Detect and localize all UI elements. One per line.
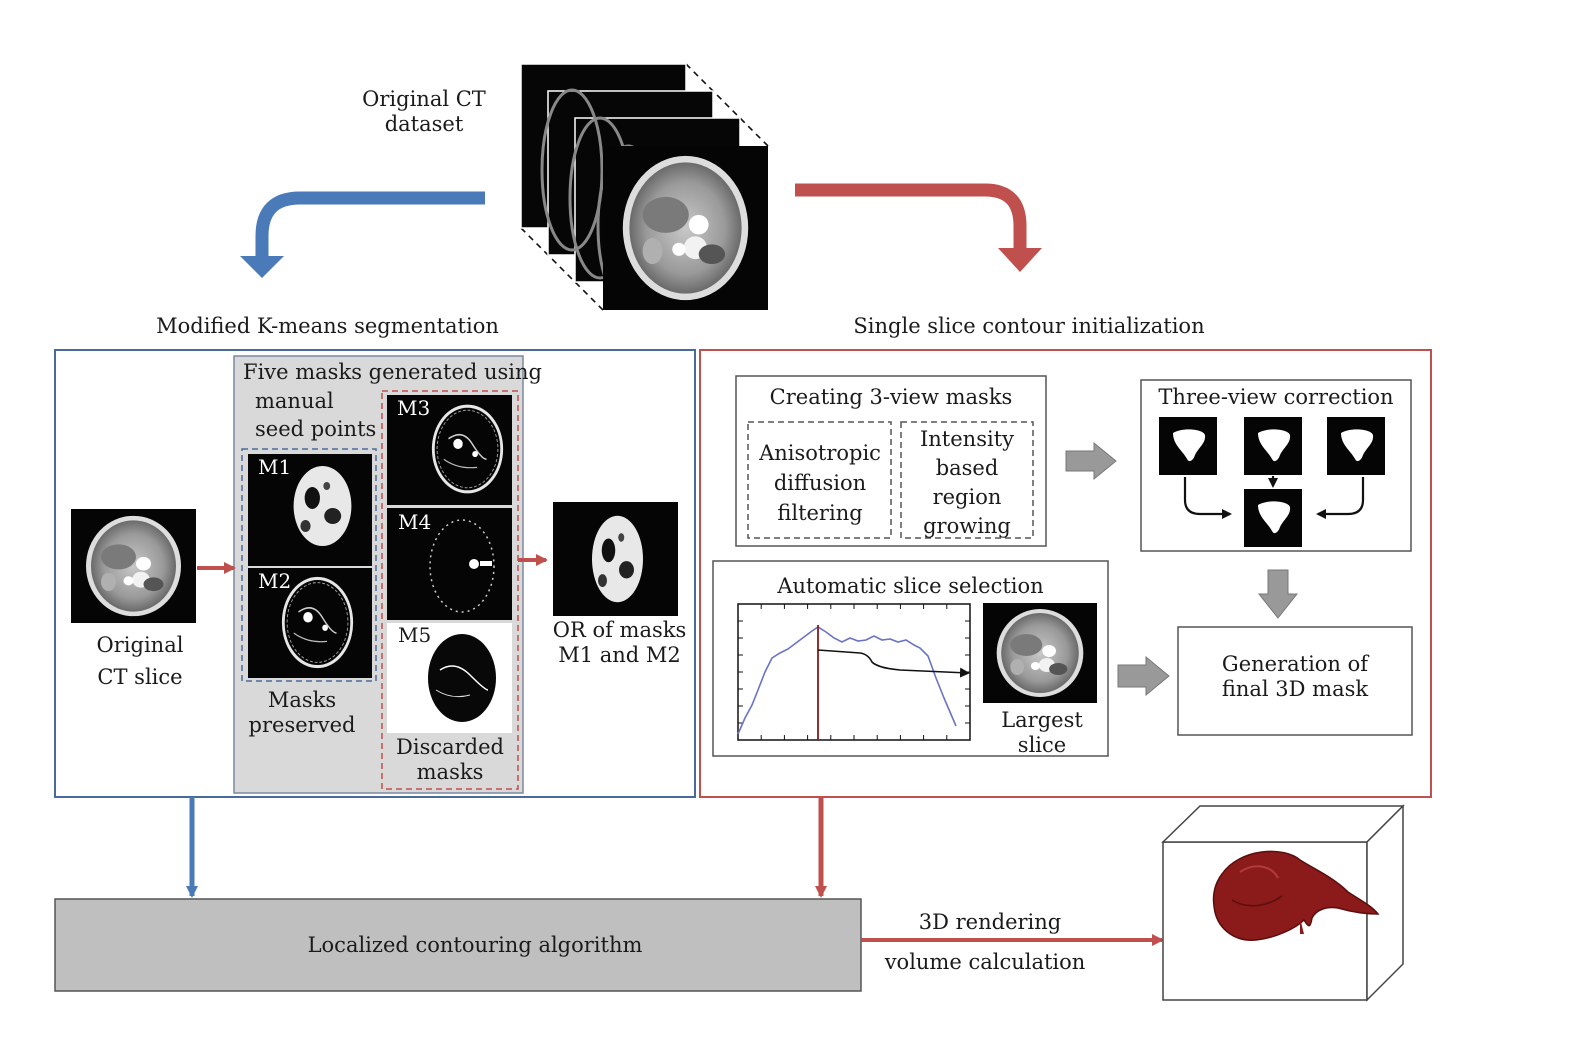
- original-slice-label: Original CT slice: [70, 630, 210, 693]
- or-line1: OR of masks: [552, 618, 687, 642]
- growing-line1: Intensity: [919, 427, 1014, 451]
- localized-contouring-box: [54, 898, 862, 992]
- growing-line2: based: [935, 455, 999, 480]
- final-line1: Generation of: [1221, 652, 1369, 676]
- rendering-label: 3D rendering: [918, 910, 1062, 934]
- preserved-label: Masks preserved: [238, 688, 366, 738]
- view-icon-3: [1327, 417, 1385, 475]
- gray-arrow-to-correction: [1065, 441, 1117, 481]
- left-branch-title: Modified K-means segmentation: [156, 314, 499, 338]
- discarded-dashed-box: [381, 390, 519, 790]
- masks-box-manual: manual: [255, 389, 334, 413]
- preserved-line1: Masks: [267, 688, 337, 712]
- dataset-label-line2: dataset: [384, 111, 464, 136]
- discarded-line2: masks: [416, 759, 484, 784]
- mask-m3-label: M3: [397, 396, 431, 420]
- slice-area-plot: [737, 603, 971, 741]
- masks-box-title: Five masks generated using: [243, 360, 542, 384]
- volume-label: volume calculation: [884, 950, 1086, 974]
- preserved-line2: preserved: [248, 712, 356, 737]
- largest-slice-label: Largest slice: [982, 708, 1102, 758]
- original-slice-line2: CT slice: [97, 664, 183, 689]
- view-icon-result: [1244, 489, 1302, 547]
- blue-branch-arrow: [240, 191, 485, 278]
- ct-dataset-stack: [520, 63, 769, 311]
- right-branch-title: Single slice contour initialization: [853, 314, 1205, 338]
- aniso-line2: diffusion: [773, 470, 867, 495]
- mask-m2-label: M2: [258, 569, 292, 593]
- mask-m1-label: M1: [258, 455, 292, 479]
- preserved-dashed-box: [241, 448, 377, 682]
- correction-arrow-right: [1316, 477, 1365, 519]
- original-ct-slice-image: [71, 509, 196, 623]
- growing-line3: region: [932, 484, 1002, 509]
- growing-line4: growing: [923, 513, 1011, 538]
- red-branch-arrow: [795, 183, 1042, 272]
- mask-m5-label: M5: [398, 623, 432, 647]
- mask-m4-label: M4: [398, 510, 432, 534]
- ct-slice-image: [603, 146, 768, 310]
- discarded-label: Discarded masks: [385, 735, 515, 785]
- gray-arrow-down: [1257, 569, 1299, 619]
- auto-slice-title: Automatic slice selection: [777, 574, 1044, 598]
- or-label: OR of masks M1 and M2: [548, 618, 691, 668]
- area-curve: [737, 626, 957, 735]
- largest-slice-image: [983, 603, 1097, 703]
- aniso-dashed-box: [747, 421, 892, 539]
- dataset-label: Original CT dataset: [354, 87, 494, 137]
- aniso-line1: Anisotropic: [759, 441, 881, 465]
- or-line2: M1 and M2: [558, 642, 681, 667]
- growing-dashed-box: [900, 421, 1034, 539]
- largest-line2: slice: [1017, 732, 1067, 757]
- aniso-line3: filtering: [777, 500, 863, 525]
- gray-arrow-to-final: [1117, 655, 1170, 697]
- discarded-line1: Discarded: [396, 735, 504, 759]
- correction-title: Three-view correction: [1158, 385, 1394, 409]
- liver-3d-model: [1212, 850, 1380, 941]
- largest-slice-pointer: [817, 649, 970, 678]
- dataset-label-line1: Original CT: [362, 87, 486, 111]
- view-icon-1: [1159, 417, 1217, 475]
- correction-arrow-left: [1183, 477, 1232, 519]
- growing-label: Intensity based region growing: [903, 425, 1031, 541]
- original-slice-line1: Original: [96, 633, 184, 657]
- final-mask-box: [1177, 626, 1413, 736]
- three-view-title: Creating 3-view masks: [769, 385, 1013, 409]
- view-icon-2: [1244, 417, 1302, 475]
- algorithm-label: Localized contouring algorithm: [307, 933, 643, 957]
- final-line2: final 3D mask: [1221, 676, 1369, 701]
- final-mask-label: Generation of final 3D mask: [1180, 652, 1410, 702]
- largest-line1: Largest: [1001, 708, 1083, 732]
- masks-box-seed: seed points: [255, 417, 377, 441]
- aniso-label: Anisotropic diffusion filtering: [750, 439, 890, 528]
